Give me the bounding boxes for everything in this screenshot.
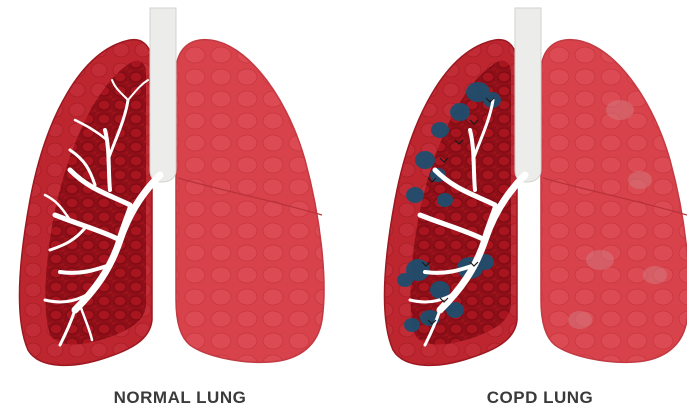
copd-lung-group — [385, 8, 687, 365]
normal-lung-group — [20, 8, 324, 365]
copd-lung-label: COPD LUNG — [430, 388, 650, 408]
copd-right-lobe — [541, 40, 687, 363]
normal-right-lobe — [176, 40, 324, 363]
copd-trachea — [515, 8, 541, 182]
normal-lung-label: NORMAL LUNG — [70, 388, 290, 408]
normal-trachea — [150, 8, 176, 182]
